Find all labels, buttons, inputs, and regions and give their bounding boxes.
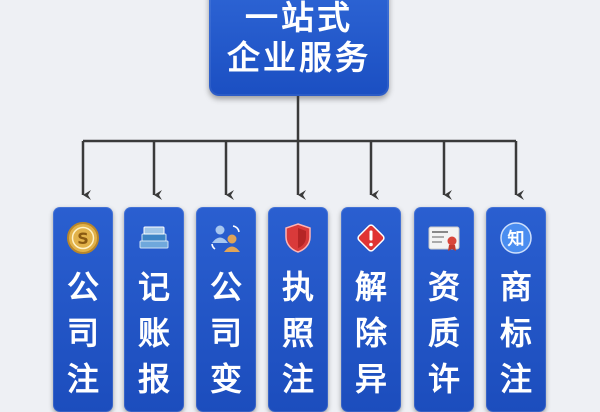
card-1-char-1: 公 bbox=[66, 268, 99, 306]
card-2-char-3: 报 bbox=[137, 360, 170, 398]
card-2-char-1: 记 bbox=[137, 268, 170, 306]
top-title-line-1: 一站式 bbox=[245, 0, 353, 37]
card-6-char-2: 质 bbox=[427, 314, 460, 352]
top-service-box: 一站式 企业服务 bbox=[209, 0, 389, 96]
zhi-badge-text: 知 bbox=[507, 229, 525, 250]
top-title-line-2: 企业服务 bbox=[227, 38, 371, 77]
svg-text:S: S bbox=[77, 229, 89, 248]
people-change-icon bbox=[209, 221, 243, 255]
ledger-book-icon bbox=[137, 221, 171, 255]
card-1-char-3: 注 bbox=[66, 360, 99, 398]
card-5-char-3: 异 bbox=[354, 360, 387, 398]
service-card-3[interactable]: 公 司 变 bbox=[196, 207, 256, 412]
card-2-char-2: 账 bbox=[137, 314, 170, 352]
alert-icon bbox=[354, 221, 388, 255]
card-3-char-1: 公 bbox=[209, 268, 242, 306]
card-7-char-1: 商 bbox=[499, 268, 532, 306]
card-3-char-3: 变 bbox=[209, 360, 242, 398]
shield-icon bbox=[281, 221, 315, 255]
card-4-char-1: 执 bbox=[281, 268, 314, 306]
service-card-5[interactable]: 解 除 异 bbox=[341, 207, 401, 412]
card-5-char-2: 除 bbox=[354, 314, 387, 352]
card-7-char-3: 注 bbox=[499, 360, 532, 398]
service-card-6[interactable]: 资 质 许 bbox=[414, 207, 474, 412]
card-6-char-3: 许 bbox=[427, 360, 460, 398]
card-7-char-2: 标 bbox=[499, 314, 532, 352]
service-card-7[interactable]: 知 商 标 注 bbox=[486, 207, 546, 412]
coin-icon: S bbox=[66, 221, 100, 255]
connector-lines bbox=[81, 96, 524, 200]
card-4-char-2: 照 bbox=[281, 314, 314, 352]
zhi-badge-icon: 知 bbox=[499, 221, 533, 255]
card-5-char-1: 解 bbox=[354, 268, 387, 306]
service-card-1[interactable]: S 公 司 注 bbox=[53, 207, 113, 412]
certificate-icon bbox=[427, 221, 461, 255]
card-3-char-2: 司 bbox=[209, 314, 242, 352]
card-1-char-2: 司 bbox=[66, 314, 99, 352]
service-card-2[interactable]: 记 账 报 bbox=[124, 207, 184, 412]
service-card-4[interactable]: 执 照 注 bbox=[268, 207, 328, 412]
card-4-char-3: 注 bbox=[281, 360, 314, 398]
card-6-char-1: 资 bbox=[427, 268, 460, 306]
